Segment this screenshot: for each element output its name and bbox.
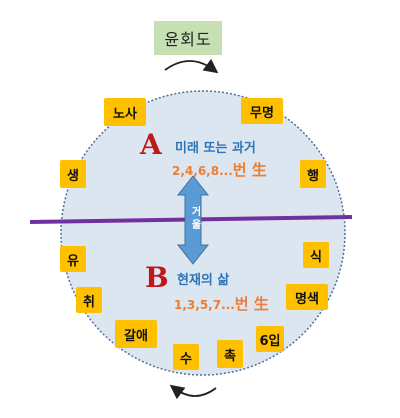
node-haeng: 행 bbox=[300, 160, 326, 188]
mirror-label: 거울 bbox=[189, 206, 200, 232]
cycle-circle bbox=[60, 90, 346, 376]
top-cycle-arrow bbox=[164, 58, 219, 74]
node-myeongsaek: 명색 bbox=[286, 284, 328, 310]
bottom-cycle-arrow bbox=[169, 384, 217, 400]
node-su: 수 bbox=[173, 344, 199, 370]
node-yu: 유 bbox=[60, 246, 86, 272]
section-a-suffix: 번 生 bbox=[232, 161, 267, 179]
node-sik: 식 bbox=[303, 242, 329, 268]
section-a-numbers: 2,4,6,8... bbox=[172, 164, 233, 178]
section-a-numbers-line: 2,4,6,8...번 生 bbox=[172, 159, 267, 180]
node-nosa: 노사 bbox=[104, 98, 146, 126]
node-chwi: 취 bbox=[76, 287, 102, 313]
section-b-heading: 현재의 삶 bbox=[177, 273, 230, 288]
section-b-suffix: 번 生 bbox=[234, 295, 269, 313]
node-yugip: 6입 bbox=[256, 326, 284, 352]
section-b-letter: B bbox=[145, 261, 169, 294]
node-saeng: 생 bbox=[60, 160, 86, 188]
section-b-numbers-line: 1,3,5,7...번 生 bbox=[174, 293, 269, 314]
section-a-letter: A bbox=[140, 128, 162, 161]
section-b-numbers: 1,3,5,7... bbox=[174, 298, 235, 312]
node-mumyeong: 무명 bbox=[241, 98, 283, 124]
section-a-heading: 미래 또는 과거 bbox=[175, 141, 256, 156]
node-chok: 촉 bbox=[217, 340, 243, 368]
node-galae: 갈애 bbox=[115, 320, 157, 348]
diagram-title: 윤회도 bbox=[154, 21, 222, 55]
mirror-double-arrow bbox=[176, 175, 210, 265]
